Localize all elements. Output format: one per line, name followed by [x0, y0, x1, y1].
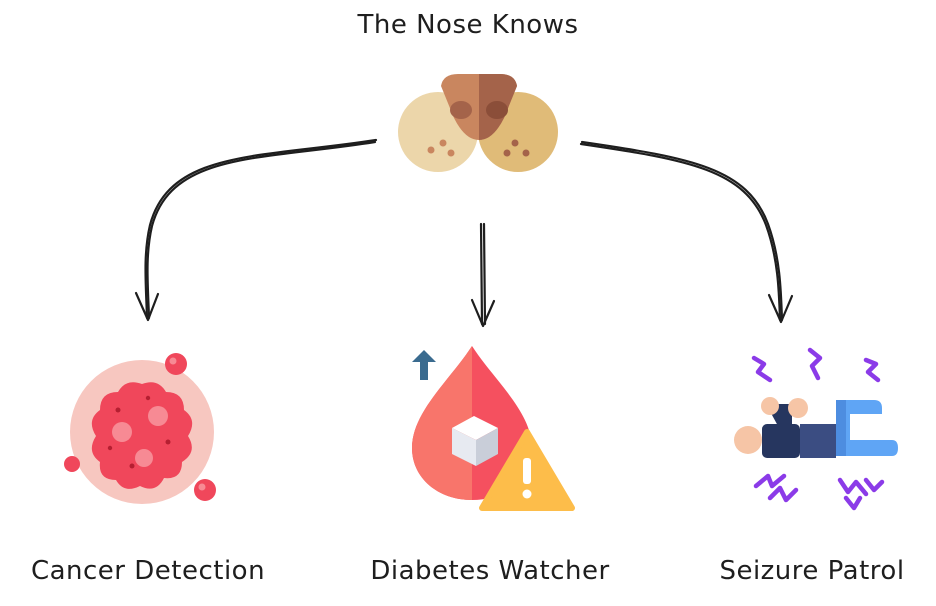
node-label-diabetes: Diabetes Watcher [370, 556, 610, 586]
cancer-cell-icon [64, 353, 216, 504]
node-label-cancer: Cancer Detection [30, 556, 266, 586]
arrow-to-seizure [579, 140, 794, 324]
node-label-seizure: Seizure Patrol [719, 556, 905, 586]
arrow-to-cancer [134, 138, 378, 322]
diagram-title: The Nose Knows [357, 10, 579, 40]
dog-nose-icon [398, 74, 558, 172]
arrow-to-diabetes [470, 222, 496, 328]
seizure-person-icon [734, 347, 898, 511]
blood-sugar-warning-icon [412, 346, 575, 511]
